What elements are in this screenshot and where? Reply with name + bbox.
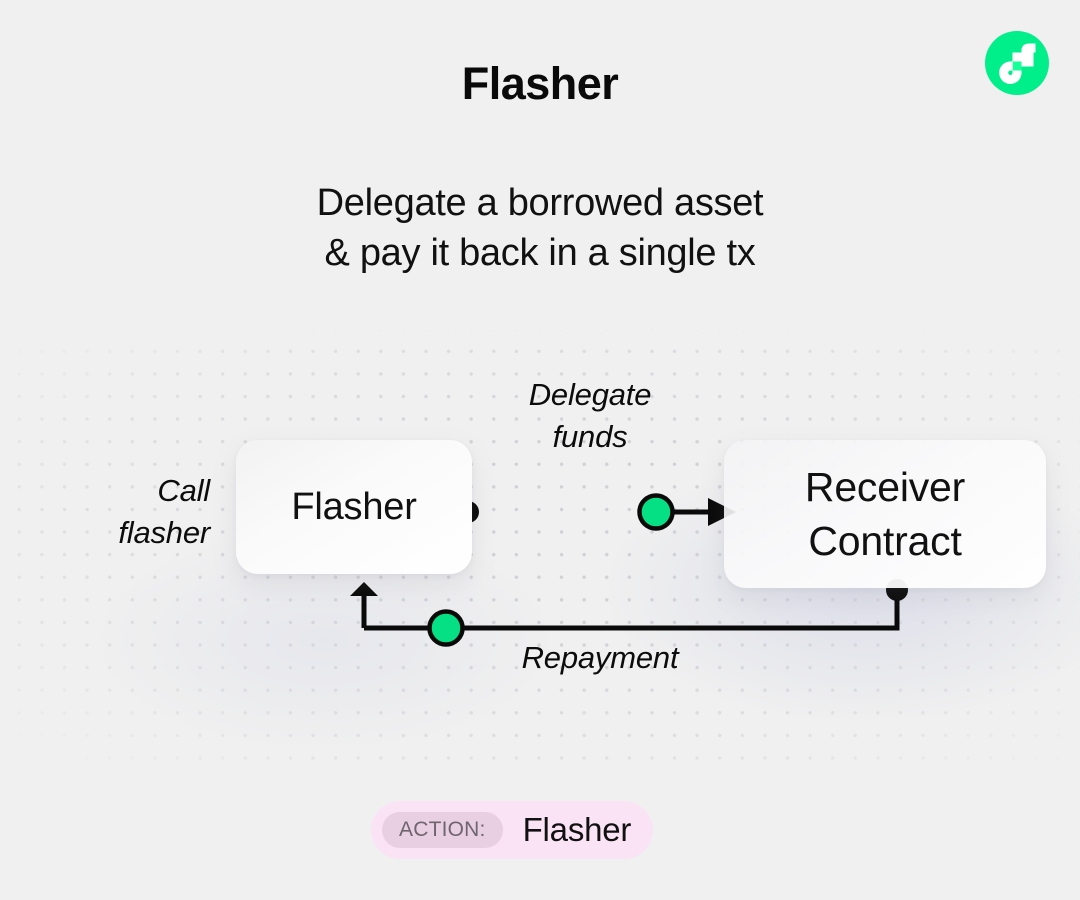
subtitle-line-2: & pay it back in a single tx [324, 232, 756, 274]
action-badge-tag: ACTION: [382, 812, 503, 848]
call-flasher-line-2: flasher [118, 515, 210, 550]
edge-label-delegate-funds: Delegate funds [460, 374, 720, 458]
flow-logo [985, 31, 1049, 95]
node-receiver-label: Receiver Contract [805, 460, 965, 568]
edge-label-call-flasher: Call flasher [10, 470, 210, 554]
node-receiver-label-line-1: Receiver [804, 464, 966, 510]
page-subtitle: Delegate a borrowed asset & pay it back … [0, 178, 1080, 278]
delegate-funds-line-1: Delegate [528, 377, 652, 412]
action-badge-value: Flasher [522, 811, 632, 848]
action-badge: ACTION: Flasher [371, 801, 654, 859]
edge-label-repayment: Repayment [521, 640, 679, 675]
node-flasher[interactable]: Flasher [236, 440, 472, 574]
call-flasher-line-1: Call [157, 473, 210, 508]
node-flasher-label: Flasher [291, 485, 417, 528]
subtitle-line-1: Delegate a borrowed asset [316, 182, 764, 224]
node-receiver-label-line-2: Contract [808, 518, 962, 564]
delegate-funds-line-2: funds [552, 419, 628, 454]
page-title: Flasher [461, 58, 619, 109]
flow-diagram: Flasher Receiver Contract Call flasher D… [0, 330, 1080, 760]
flow-logo-glyph-icon [999, 43, 1036, 84]
node-receiver-contract[interactable]: Receiver Contract [724, 440, 1046, 588]
